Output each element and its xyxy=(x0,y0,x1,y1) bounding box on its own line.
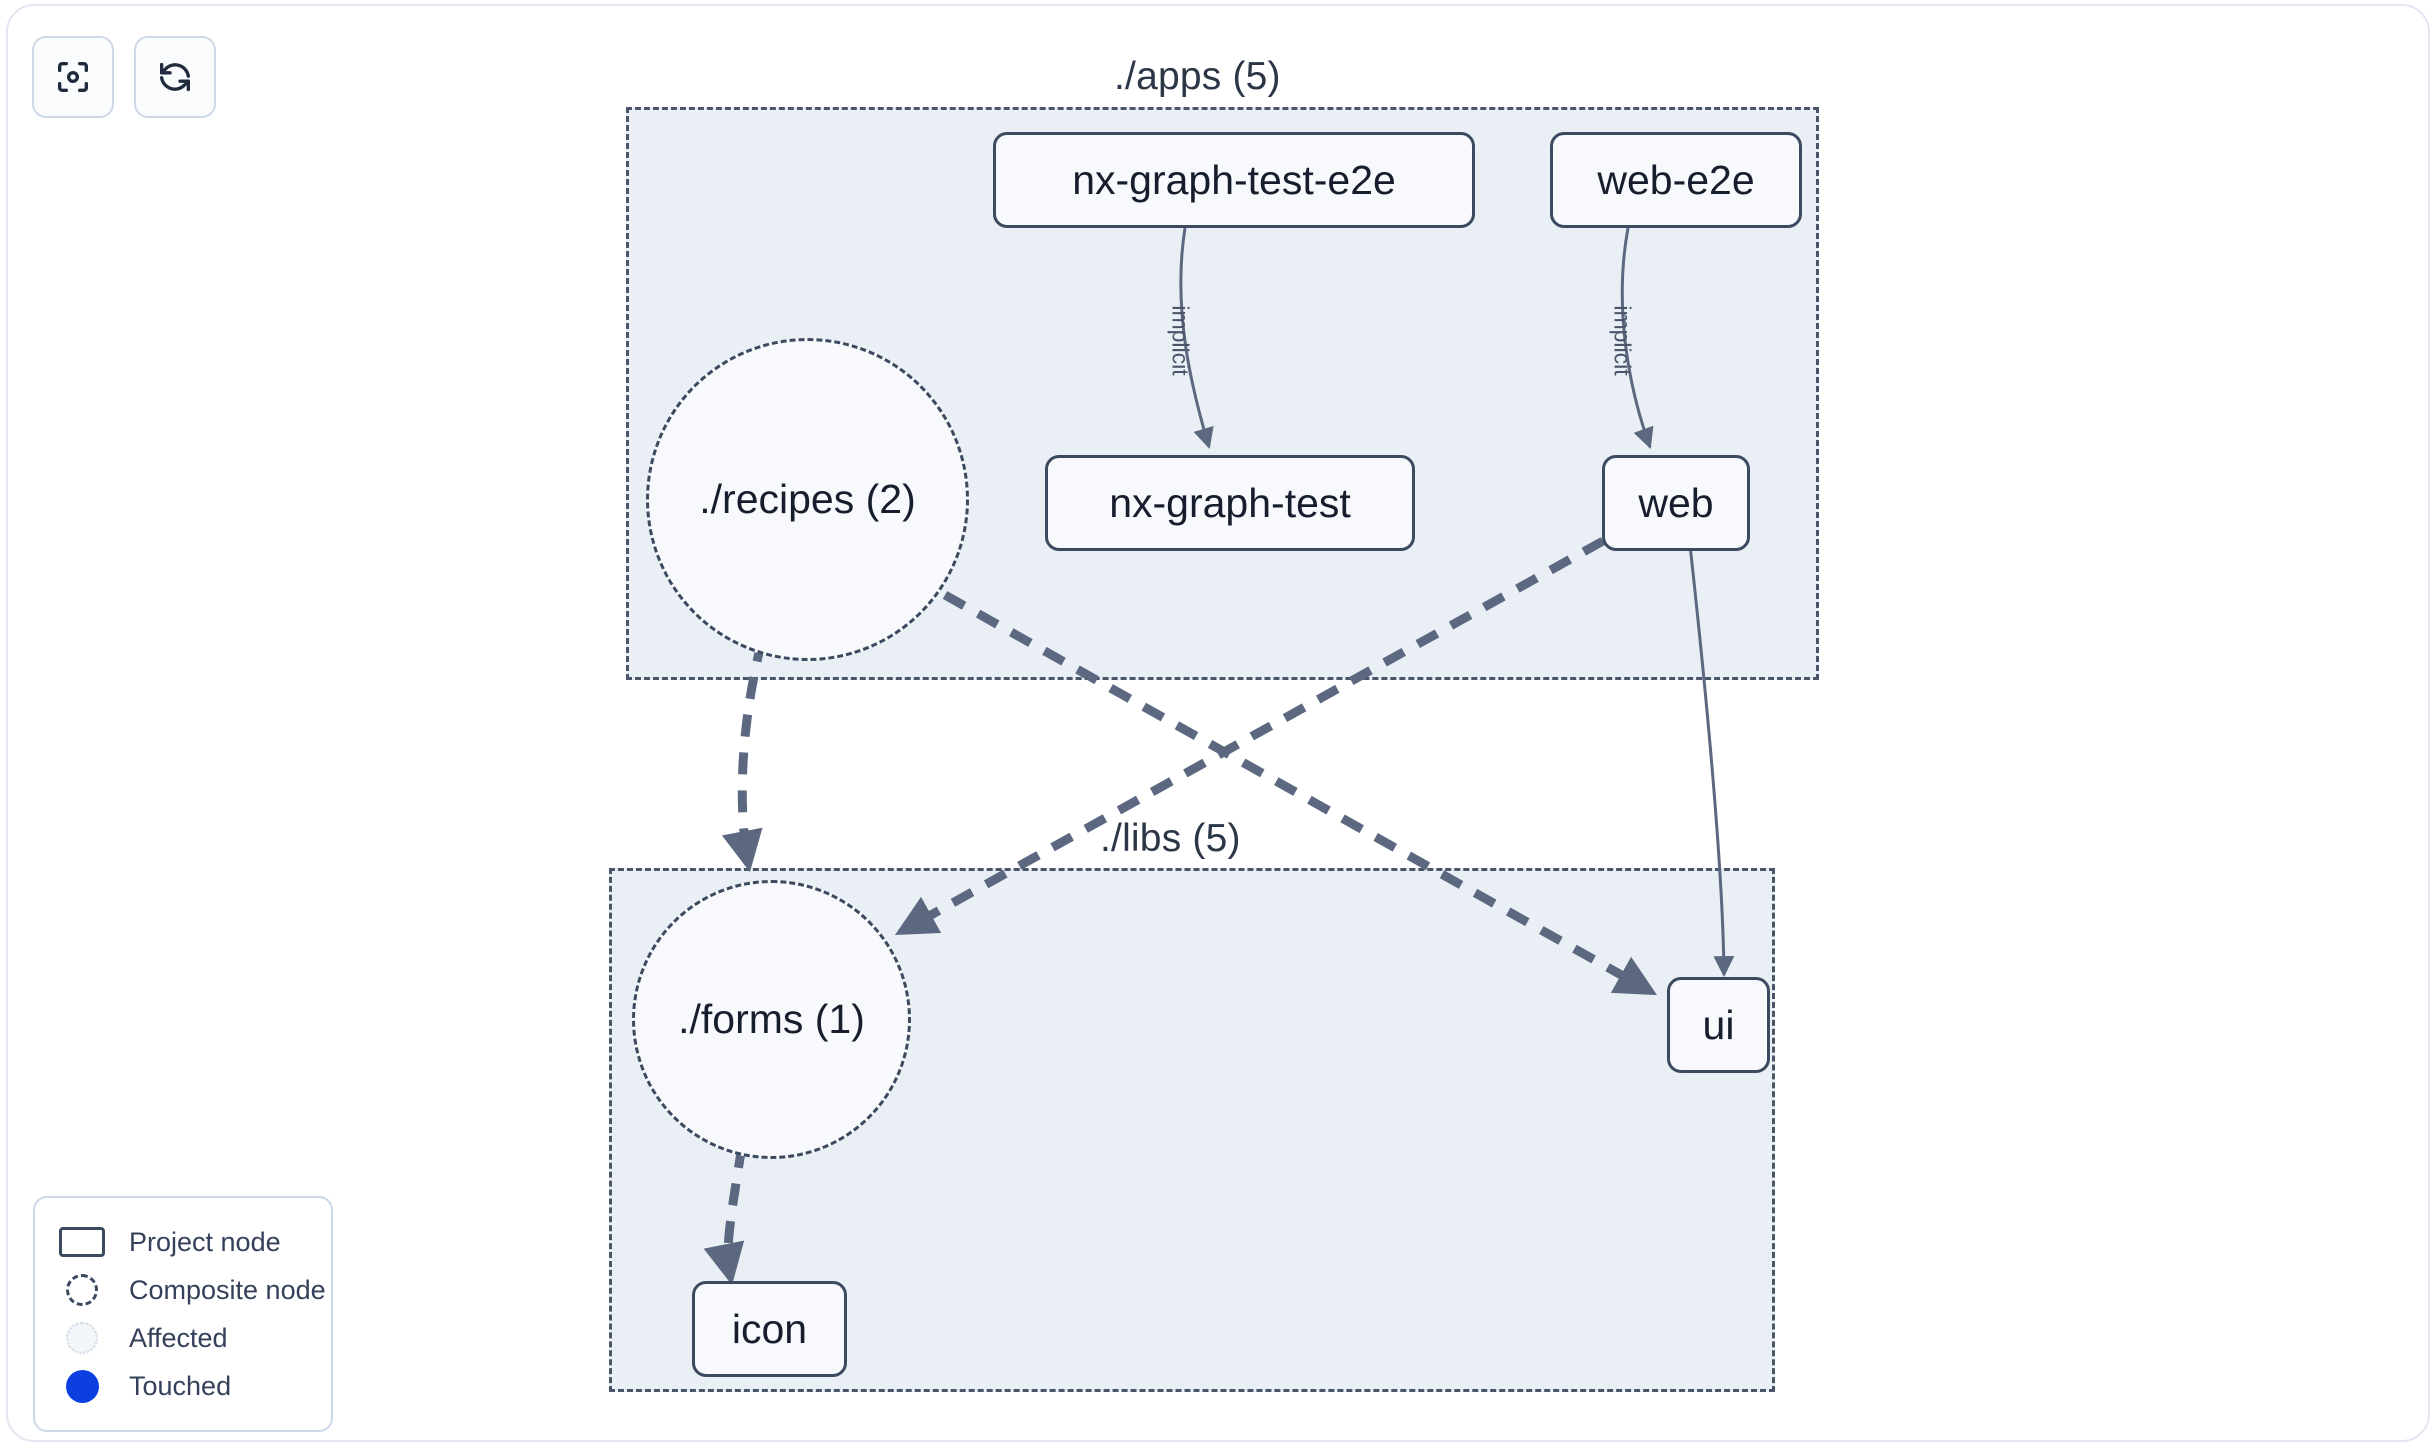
legend-item-touched: Touched xyxy=(57,1362,309,1410)
graph-legend: Project node Composite node Affected Tou… xyxy=(33,1196,333,1432)
project-node-icon[interactable]: icon xyxy=(692,1281,847,1377)
edge-label-implicit-web: implicit xyxy=(1609,305,1636,376)
legend-item-project-node: Project node xyxy=(57,1218,309,1266)
legend-label-project-node: Project node xyxy=(129,1226,281,1257)
legend-label-touched: Touched xyxy=(129,1370,232,1401)
project-node-nx-graph-test-e2e[interactable]: nx-graph-test-e2e xyxy=(993,132,1475,228)
touched-swatch xyxy=(57,1369,107,1403)
project-node-web[interactable]: web xyxy=(1602,455,1750,551)
composite-node-forms[interactable]: ./forms (1) xyxy=(632,880,911,1159)
refresh-icon xyxy=(155,57,195,97)
legend-label-affected: Affected xyxy=(129,1322,228,1353)
focus-graph-button[interactable] xyxy=(32,36,114,118)
legend-item-affected: Affected xyxy=(57,1314,309,1362)
composite-node-recipes[interactable]: ./recipes (2) xyxy=(646,338,969,661)
focus-target-icon xyxy=(53,57,93,97)
refresh-graph-button[interactable] xyxy=(134,36,216,118)
composite-node-swatch xyxy=(57,1273,107,1307)
edge-label-implicit-nx-graph-test: implicit xyxy=(1167,305,1194,376)
project-node-ui[interactable]: ui xyxy=(1667,977,1770,1073)
graph-toolbar xyxy=(32,36,216,118)
project-node-swatch xyxy=(57,1225,107,1259)
project-node-nx-graph-test[interactable]: nx-graph-test xyxy=(1045,455,1415,551)
group-label-libs: ./libs (5) xyxy=(1100,817,1241,860)
group-label-apps: ./apps (5) xyxy=(1114,55,1281,98)
project-node-web-e2e[interactable]: web-e2e xyxy=(1550,132,1802,228)
legend-label-composite-node: Composite node xyxy=(129,1274,326,1305)
legend-item-composite-node: Composite node xyxy=(57,1266,326,1314)
affected-swatch xyxy=(57,1321,107,1355)
